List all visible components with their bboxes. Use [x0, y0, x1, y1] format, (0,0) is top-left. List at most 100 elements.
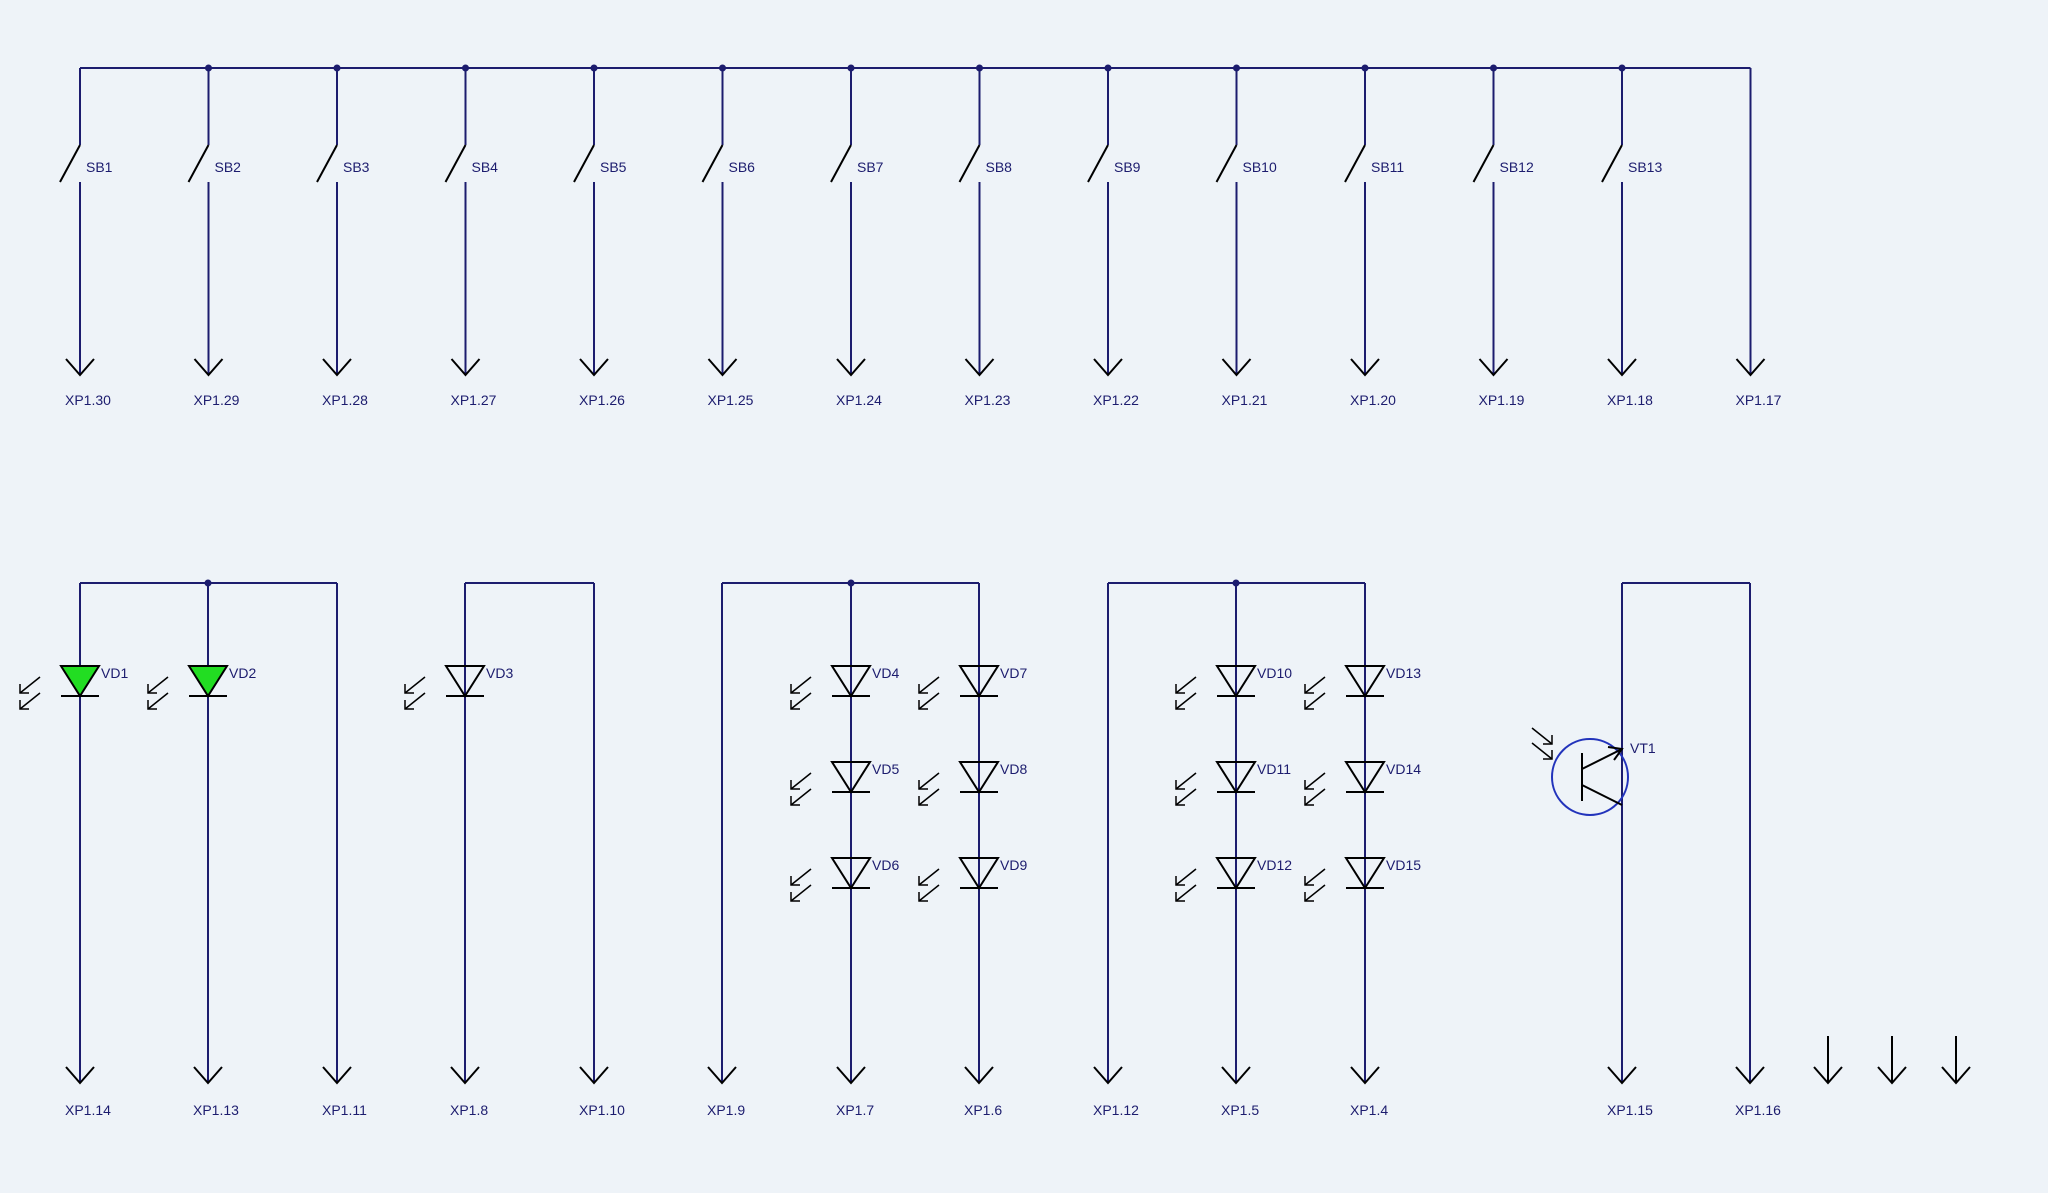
- transistor: [1531, 727, 1629, 816]
- emission-arrowhead: [790, 892, 800, 902]
- component-label: SB7: [857, 159, 884, 175]
- component-label: VT1: [1630, 740, 1656, 756]
- pin-label: XP1.17: [1736, 392, 1782, 408]
- emission-arrow: [1304, 788, 1326, 806]
- connector-arrow: [579, 1066, 609, 1085]
- emission-arrow: [918, 772, 940, 790]
- pin-label: XP1.28: [322, 392, 368, 408]
- pin-label: XP1.14: [65, 1102, 111, 1118]
- emission-arrow: [404, 676, 426, 694]
- emission-arrowhead: [1175, 876, 1185, 886]
- switch-contact: [1344, 144, 1366, 183]
- emission-arrow: [790, 692, 812, 710]
- junction-dot: [205, 64, 212, 72]
- led-diode: [59, 665, 101, 698]
- junction-dot: [719, 64, 726, 72]
- component-label: SB9: [1114, 159, 1141, 175]
- component-label: SB13: [1628, 159, 1662, 175]
- connector-arrow: [1093, 358, 1123, 377]
- switch-contact: [830, 144, 852, 183]
- connector-arrow: [1221, 358, 1252, 377]
- switch-contact: [187, 144, 210, 183]
- connector-arrow: [707, 1066, 737, 1085]
- transistor-emitter: [1581, 748, 1623, 770]
- component-label: VD6: [872, 857, 899, 873]
- component-label: VD4: [872, 665, 899, 681]
- pin-label: XP1.22: [1093, 392, 1139, 408]
- emission-arrow: [790, 884, 812, 902]
- pin-label: XP1.5: [1221, 1102, 1259, 1118]
- pin-label: XP1.30: [65, 392, 111, 408]
- emission-arrow: [790, 868, 812, 886]
- emission-arrowhead: [404, 684, 414, 694]
- pin-label: XP1.26: [579, 392, 625, 408]
- light-arrowhead: [1543, 735, 1553, 745]
- emission-arrow: [147, 676, 169, 694]
- light-arrow: [1531, 727, 1553, 745]
- pin-label: XP1.18: [1607, 392, 1653, 408]
- junction-dot: [976, 64, 983, 72]
- pin-label: XP1.19: [1479, 392, 1525, 408]
- switch-contact: [1087, 144, 1109, 183]
- connector-arrow: [450, 1066, 480, 1085]
- connector-arrow: [193, 1066, 223, 1085]
- component-label: VD11: [1257, 761, 1291, 777]
- emission-arrow: [918, 788, 940, 806]
- component-label: SB5: [600, 159, 627, 175]
- led-diode: [187, 665, 229, 698]
- junction-dot: [1618, 64, 1626, 72]
- component-label: SB4: [472, 159, 499, 175]
- pin-label: XP1.25: [708, 392, 754, 408]
- switches: [59, 144, 1623, 183]
- led-diode: [1344, 857, 1386, 890]
- emission-arrow: [1304, 868, 1326, 886]
- wires: [79, 67, 1752, 1083]
- led-diode: [830, 665, 872, 698]
- connector-arrow: [1941, 1066, 1971, 1085]
- emission-arrowhead: [918, 700, 928, 710]
- pin-label: XP1.11: [322, 1102, 367, 1118]
- emission-arrowhead: [918, 892, 928, 902]
- junction-dot: [847, 64, 855, 72]
- connector-arrow: [707, 358, 738, 377]
- junction-dot: [333, 64, 341, 72]
- emission-arrow: [147, 692, 169, 710]
- emission-arrow: [1304, 884, 1326, 902]
- pin-label: XP1.6: [964, 1102, 1002, 1118]
- component-label: VD2: [229, 665, 256, 681]
- pin-label: XP1.4: [1350, 1102, 1388, 1118]
- component-label: VD15: [1386, 857, 1421, 873]
- emission-arrowhead: [790, 780, 800, 790]
- switch-contact: [958, 144, 981, 183]
- emission-arrowhead: [147, 684, 157, 694]
- transistor-emitter-arrow: [1607, 746, 1624, 761]
- switch-contact: [444, 144, 467, 183]
- junction-dot: [204, 579, 212, 587]
- emission-arrowhead: [19, 684, 29, 694]
- connector-arrow: [836, 358, 866, 377]
- emission-arrowhead: [1175, 892, 1185, 902]
- connector-arrow: [65, 1066, 95, 1085]
- led-diode: [830, 761, 872, 794]
- emission-arrowhead: [1175, 684, 1185, 694]
- emission-arrow: [1304, 692, 1326, 710]
- emission-arrow: [1175, 676, 1197, 694]
- switch-contact: [316, 144, 338, 183]
- component-label: SB3: [343, 159, 370, 175]
- pin-label: XP1.23: [965, 392, 1011, 408]
- connector-arrow: [322, 358, 352, 377]
- pin-label: XP1.29: [194, 392, 240, 408]
- pin-label: XP1.12: [1093, 1102, 1139, 1118]
- emission-arrowhead: [918, 796, 928, 806]
- pin-label: XP1.7: [836, 1102, 874, 1118]
- component-label: VD9: [1000, 857, 1027, 873]
- pin-label: XP1.21: [1222, 392, 1268, 408]
- emission-arrowhead: [404, 700, 414, 710]
- emission-arrow: [19, 692, 41, 710]
- connector-arrow: [1093, 1066, 1123, 1085]
- pin-label: XP1.13: [193, 1102, 239, 1118]
- component-label: SB11: [1371, 159, 1404, 175]
- emission-arrowhead: [918, 780, 928, 790]
- switch-contact: [573, 144, 595, 183]
